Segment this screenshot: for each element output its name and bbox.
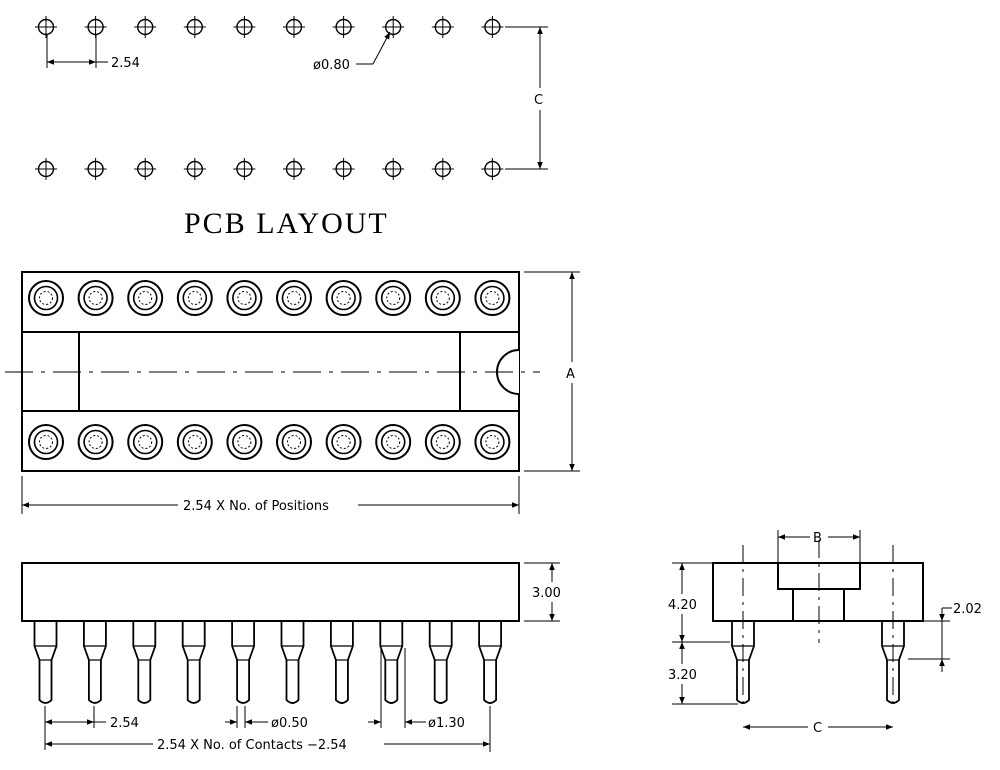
end-row-spacing-label: C	[813, 721, 822, 736]
pcb-hole	[382, 16, 405, 38]
pcb-hole	[134, 158, 157, 180]
body-height-dimension	[524, 562, 560, 622]
pcb-hole	[84, 158, 107, 180]
side-pin	[181, 621, 206, 704]
side-pin	[379, 621, 404, 704]
socket-contact	[276, 424, 312, 460]
pcb-hole	[35, 158, 57, 180]
length-positions-label: 2.54 X No. of Positions	[183, 499, 329, 514]
socket-contact	[226, 424, 263, 460]
socket-end-view	[712, 562, 924, 622]
pin-pitch-dimension	[44, 706, 106, 750]
socket-contact	[424, 280, 461, 316]
pin-length-label: 3.20	[668, 668, 697, 683]
hole-diameter-label: ø0.80	[313, 58, 350, 73]
side-pin	[478, 621, 502, 704]
end-pin	[881, 621, 905, 704]
side-pin	[280, 621, 305, 704]
socket-contact	[28, 424, 64, 460]
socket-contact	[276, 280, 312, 316]
standoff-label: 2.02	[953, 602, 982, 617]
pcb-hole	[431, 16, 454, 38]
side-pin	[33, 621, 58, 704]
pcb-pitch-label: 2.54	[111, 56, 140, 71]
pcb-hole	[183, 16, 206, 38]
length-positions-dimension	[21, 476, 520, 514]
socket-contact	[77, 424, 114, 460]
pcb-hole	[382, 158, 405, 180]
pcb-hole	[233, 16, 256, 38]
pcb-hole	[233, 158, 256, 180]
pcb-pitch-dimension	[46, 35, 108, 68]
length-contacts-dimension	[45, 706, 491, 752]
pin-shoulder-diameter-dimension	[368, 648, 426, 728]
end-pin	[731, 621, 755, 704]
pcb-hole-row-bottom	[35, 158, 504, 180]
pin-shoulder-diameter-label: ø1.30	[428, 716, 465, 731]
side-pin	[132, 621, 157, 704]
socket-contacts-bottom-row	[28, 424, 511, 460]
socket-contact	[176, 424, 213, 460]
body-height-label: 3.00	[532, 586, 561, 601]
standoff-dimension	[908, 607, 952, 672]
end-view-pins	[731, 621, 905, 704]
overall-width-label: A	[566, 367, 575, 382]
pcb-hole	[481, 16, 504, 38]
end-height-dimensions	[672, 562, 738, 705]
socket-contact	[375, 424, 412, 460]
pin-tip-diameter-dimension	[225, 706, 268, 728]
pcb-hole	[183, 158, 206, 180]
socket-side-pins	[33, 621, 502, 704]
hole-diameter-leader	[356, 31, 391, 65]
socket-contact	[127, 280, 164, 316]
socket-contact	[226, 280, 263, 316]
pin-pitch-label: 2.54	[110, 716, 139, 731]
row-spacing-label: C	[534, 93, 543, 108]
pcb-hole	[481, 158, 504, 180]
socket-contact	[375, 280, 412, 316]
socket-contact	[474, 280, 511, 316]
length-contacts-label: 2.54 X No. of Contacts −2.54	[157, 738, 347, 753]
row-spacing-dimension	[505, 26, 548, 170]
pcb-hole	[283, 158, 305, 180]
pcb-hole	[431, 158, 454, 180]
side-pin	[231, 621, 255, 704]
slot-width-label: B	[813, 531, 822, 546]
socket-contact	[424, 424, 461, 460]
pcb-hole	[84, 16, 107, 38]
socket-contact	[176, 280, 213, 316]
socket-contact	[127, 424, 164, 460]
socket-side-body	[21, 562, 520, 622]
socket-contacts-top-row	[28, 280, 511, 316]
pcb-hole	[134, 16, 157, 38]
pin-tip-diameter-label: ø0.50	[271, 716, 308, 731]
pcb-hole	[35, 16, 57, 38]
socket-contact	[325, 280, 362, 316]
socket-contact	[474, 424, 511, 460]
side-pin	[330, 621, 354, 704]
pcb-hole-row-top	[35, 16, 504, 38]
total-height-label: 4.20	[668, 598, 697, 613]
pcb-hole	[332, 16, 355, 38]
pcb-layout-title: PCB LAYOUT	[184, 207, 389, 240]
overall-width-dimension	[524, 271, 580, 472]
pcb-hole	[283, 16, 305, 38]
socket-contact	[325, 424, 362, 460]
side-pin	[428, 621, 453, 704]
slot-width-dimension	[777, 530, 861, 563]
socket-contact	[28, 280, 64, 316]
side-pin	[83, 621, 107, 704]
pcb-hole	[332, 158, 355, 180]
socket-contact	[77, 280, 114, 316]
